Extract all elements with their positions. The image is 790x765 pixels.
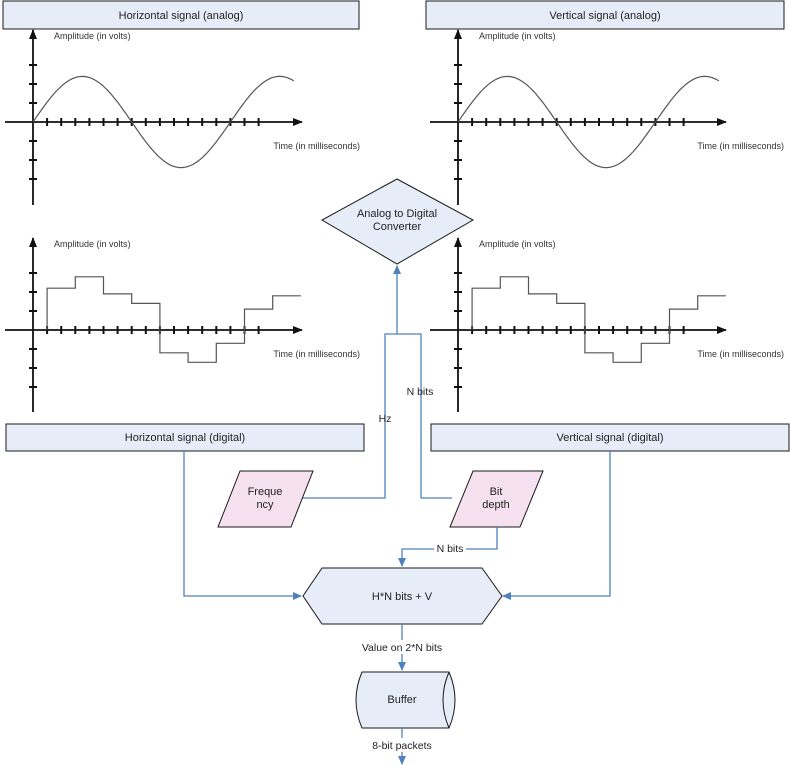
x-axis-label: Time (in milliseconds) [273,141,360,151]
edge-label-bg [366,738,438,752]
frequency-input: Freque ncy [217,470,314,528]
y-axis-label: Amplitude (in volts) [479,239,556,249]
adc-label-line1: Analog to Digital [357,208,437,220]
title-horizontal-digital: Horizontal signal (digital) [125,432,245,444]
x-axis-label: Time (in milliseconds) [697,349,784,359]
title-vertical-digital: Vertical signal (digital) [557,432,664,444]
edge-label-value-2n: Value on 2*N bits [362,642,442,654]
signal-series [46,276,301,363]
frequency-label-line1: Freque [248,486,283,498]
x-axis-label: Time (in milliseconds) [273,349,360,359]
title-box-vertical-analog: Vertical signal (analog) [425,0,785,30]
x-axis-label: Time (in milliseconds) [697,141,784,151]
adc-label-line2: Converter [373,221,422,233]
title-vertical-analog: Vertical signal (analog) [549,10,660,22]
combine-label: H*N bits + V [372,591,433,603]
connector-vdigital-to-combine [502,451,611,600]
title-box-horizontal-analog: Horizontal signal (analog) [2,0,360,30]
combine-node: H*N bits + V [302,567,503,625]
y-axis-label: Amplitude (in volts) [479,31,556,41]
plot-horizontal-digital: Amplitude (in volts) Time (in millisecond… [5,237,360,412]
y-axis-label: Amplitude (in volts) [54,31,131,41]
bit-depth-label-line2: depth [482,499,510,511]
y-axis-label: Amplitude (in volts) [54,239,131,249]
title-box-vertical-digital: Vertical signal (digital) [430,423,790,452]
buffer-label: Buffer [387,694,416,706]
connector-hdigital-to-combine [183,451,302,600]
plot-vertical-analog: Amplitude (in volts) Time (in millisecond… [430,29,784,205]
buffer-node: Buffer [355,671,456,729]
edge-label-n-bits-down: N bits [437,543,464,555]
frequency-label-line2: ncy [256,499,274,511]
title-box-horizontal-digital: Horizontal signal (digital) [5,423,365,452]
edge-label-bg [358,640,446,654]
signal-series [457,75,720,169]
signal-series [32,75,295,169]
connector-params-to-adc [301,265,452,499]
bit-depth-label-line1: Bit [490,486,503,498]
bit-depth-input: Bit depth [449,470,544,528]
plot-vertical-digital: Amplitude (in volts) Time (in millisecond… [430,237,784,412]
title-horizontal-analog: Horizontal signal (analog) [119,10,244,22]
edge-label-n-bits-up: N bits [407,386,434,398]
plot-horizontal-analog: Amplitude (in volts) Time (in millisecond… [5,29,360,205]
edge-label-bg [434,542,466,555]
edge-label-packets: 8-bit packets [372,740,432,752]
adc-node: Analog to Digital Converter [320,178,475,265]
edge-label-hz: Hz [379,413,392,425]
signal-series [471,276,726,363]
